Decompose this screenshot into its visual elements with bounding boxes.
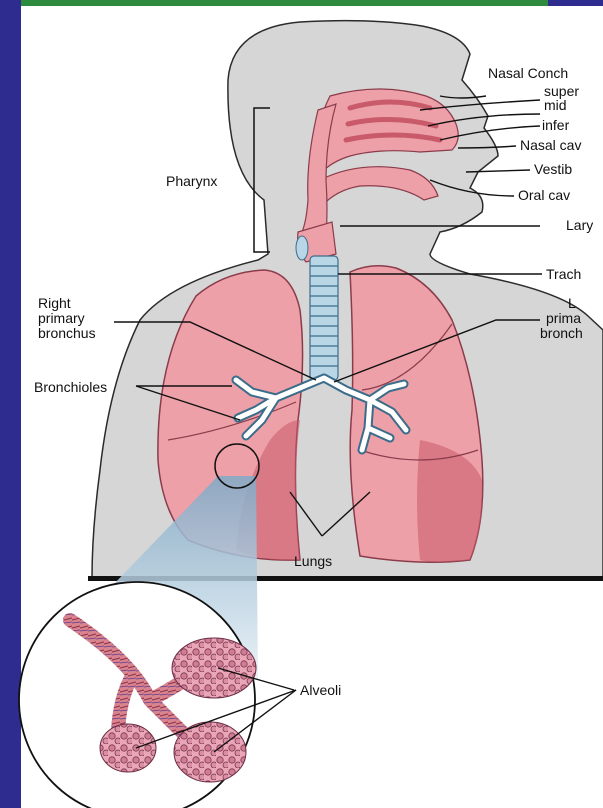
label-left-primary-bronchus-2: prima bbox=[546, 310, 581, 326]
label-right-primary-bronchus-3: bronchus bbox=[38, 325, 96, 341]
label-middle: mid bbox=[544, 97, 567, 113]
left-bar bbox=[0, 0, 21, 808]
label-alveoli: Alveoli bbox=[300, 682, 341, 698]
label-left-primary-bronchus-3: bronch bbox=[540, 325, 583, 341]
label-pharynx: Pharynx bbox=[166, 173, 217, 189]
label-left-primary-bronchus-1: L bbox=[568, 295, 576, 311]
larynx-cartilage bbox=[296, 236, 308, 260]
label-inferior: infer bbox=[542, 117, 570, 133]
top-bar bbox=[0, 0, 548, 6]
trachea bbox=[310, 256, 338, 380]
top-bar-right bbox=[548, 0, 603, 6]
label-right-primary-bronchus-2: primary bbox=[38, 310, 85, 326]
label-bronchioles: Bronchioles bbox=[34, 379, 107, 395]
label-right-primary-bronchus-1: Right bbox=[38, 295, 71, 311]
label-nasal-cavity: Nasal cav bbox=[520, 137, 581, 153]
label-vestibule: Vestib bbox=[534, 161, 572, 177]
label-oral-cavity: Oral cav bbox=[518, 187, 570, 203]
label-lungs: Lungs bbox=[294, 553, 332, 569]
label-larynx: Lary bbox=[566, 217, 593, 233]
label-trachea: Trach bbox=[546, 266, 581, 282]
label-nasal-conchae: Nasal Conch bbox=[488, 65, 568, 81]
